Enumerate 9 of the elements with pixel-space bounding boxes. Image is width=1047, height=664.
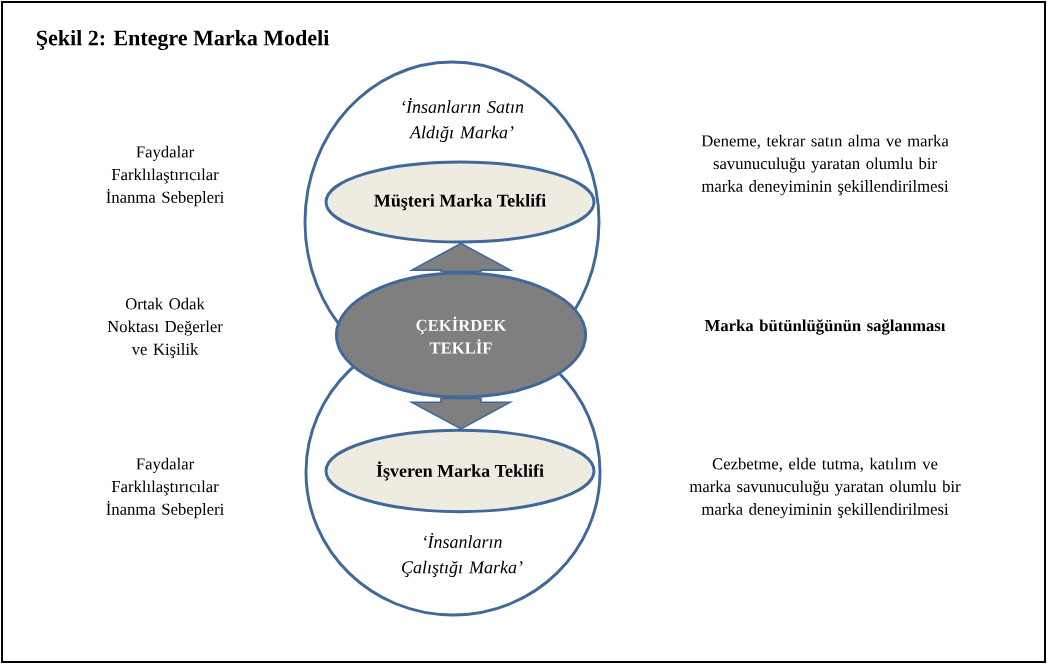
side-text: Faydalar Farklılaştırıcılar İnanma Sebepleri: [106, 145, 224, 207]
side-text: Ortak Odak Noktası Değerler ve Kişilik: [107, 297, 223, 359]
side-text: Faydalar Farklılaştırıcılar İnanma Sebepleri: [106, 457, 224, 519]
side-text: Deneme, tekrar satın alma ve marka savunuculuğu yaratan olumlu bir marka deneyiminin şekillendirilmesi: [701, 134, 949, 196]
side-text: Cezbetme, elde tutma, katılım ve marka savunuculuğu yaratan olumlu bir marka deneyiminin şekillendirilmesi: [689, 457, 961, 519]
title: Şekil 2: Entegre Marka Modeli: [37, 29, 330, 51]
block-arrow: [408, 242, 514, 273]
side-text: Marka bütünlüğünün sağlanması: [704, 319, 946, 335]
block-arrow: [408, 397, 514, 430]
